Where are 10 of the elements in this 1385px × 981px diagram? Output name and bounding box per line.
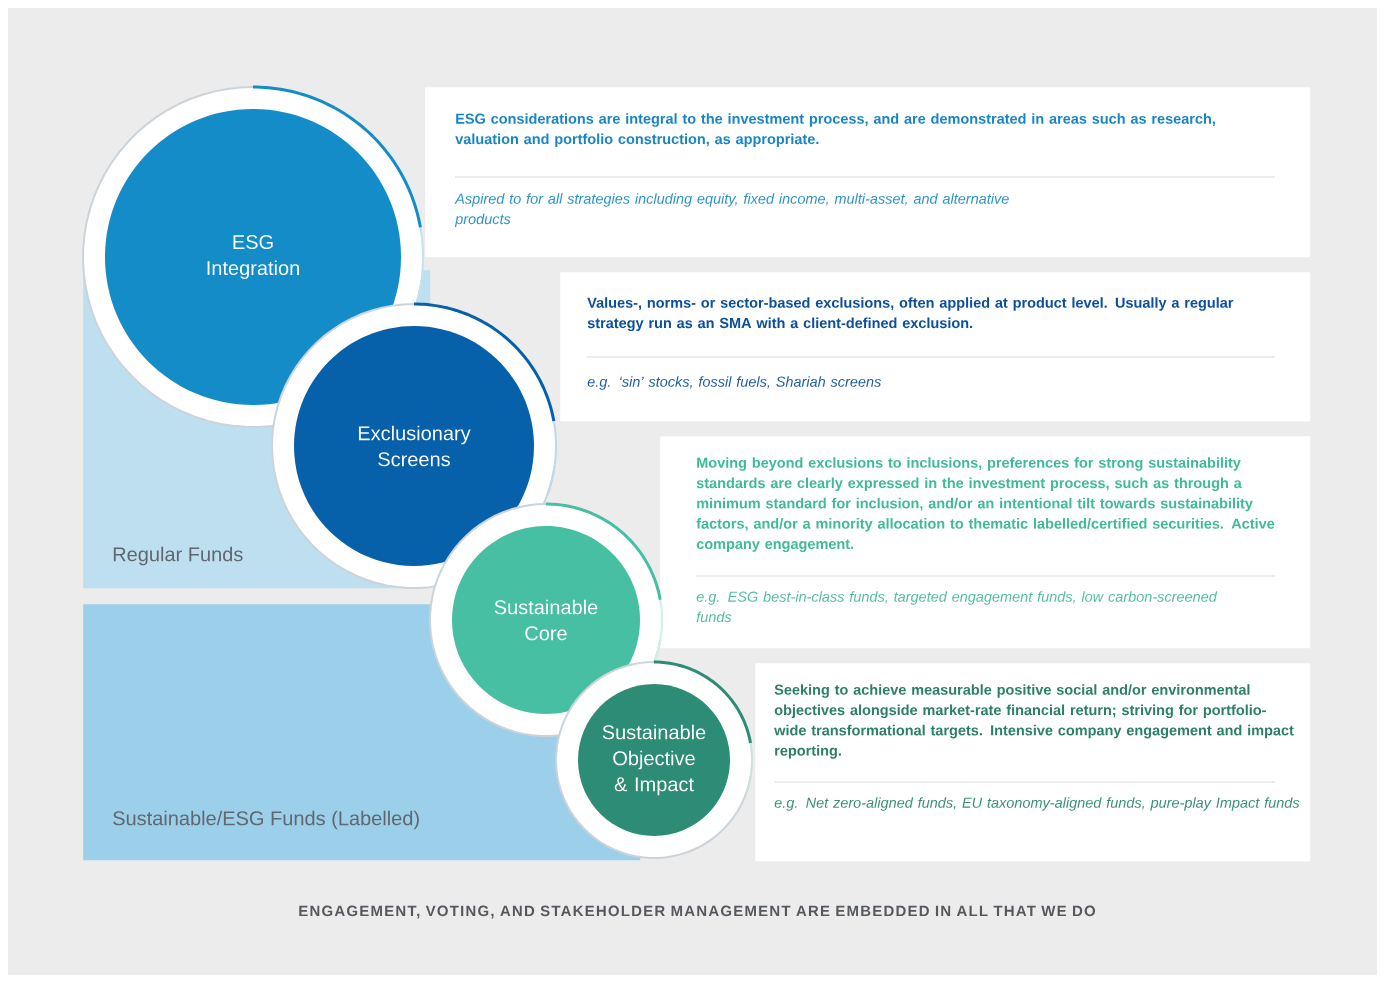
heading-text: ESG considerations are integral to the investment process, and are demonstrated in areas such as research, valuation and portfolio construction, as appropriate.	[455, 113, 1215, 147]
heading-text: Moving beyond exclusions to inclusions, preferences for strong sustainability standards are clearly expressed in the investment process, such as through a minimum standard for inclusion, and/or an intentional tilt towards sustainability factors, and/or a minority allocation to thematic labelled/certified securities. Active company engagement.	[696, 457, 1275, 552]
example-text: e.g. ‘sin’ stocks, fossil fuels, Shariah screens	[587, 376, 881, 390]
text-card	[425, 87, 1311, 258]
example-text: Aspired to for all strategies including equity, fixed income, multi-asset, and alternative products	[454, 193, 1009, 227]
example-text: e.g. Net zero-aligned funds, EU taxonomy-aligned funds, pure-play Impact funds	[774, 797, 1300, 811]
example-text: e.g. ESG best-in-class funds, targeted engagement funds, low carbon-screened funds	[696, 591, 1218, 623]
caption-text: ENGAGEMENT, VOTING, AND STAKEHOLDER MANAGEMENT ARE EMBEDDED IN ALL THAT WE DO	[299, 905, 1096, 919]
heading-text: Values-, norms- or sector-based exclusions, often applied at product level. Usually a regular strategy run as an SMA with a client-defined exclusion.	[587, 297, 1234, 332]
heading-text: Seeking to achieve measurable positive social and/or environmental objectives alongside market-rate financial return; striving for portfolio-wide transformational targets. Intensive company engagement and impact reporting.	[774, 684, 1294, 759]
